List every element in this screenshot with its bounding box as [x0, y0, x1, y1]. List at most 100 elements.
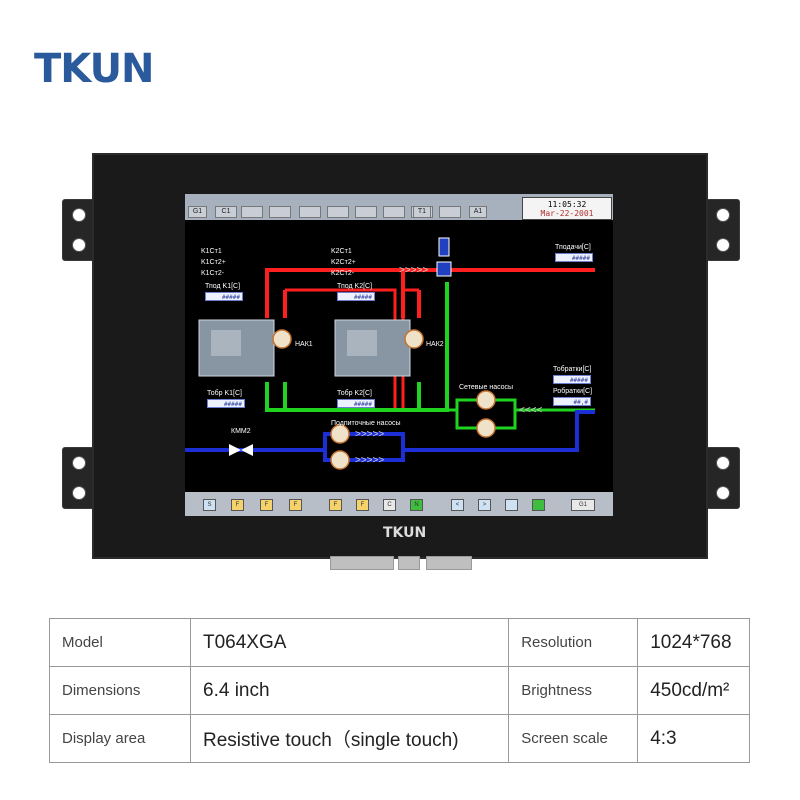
- valve-kmm2-icon: [229, 444, 241, 456]
- mount-bracket-bottom-left: [62, 447, 96, 509]
- label-tobr-k1: Тобр K1[C]: [207, 390, 242, 397]
- button-f[interactable]: F: [329, 499, 342, 511]
- boiler-k1-top: [211, 330, 241, 356]
- tab-blank[interactable]: [383, 206, 405, 218]
- makeup-line: [403, 410, 595, 452]
- label-k1-st2-minus: K1Ст2-: [201, 270, 225, 277]
- label-kmm2: КММ2: [231, 428, 251, 435]
- value-tobr-k1[interactable]: #####: [207, 399, 245, 408]
- connector-port: [330, 556, 394, 570]
- return-line: [405, 398, 517, 430]
- label-k1-st1: K1Ст1: [201, 248, 222, 255]
- pump-makeup-1: [330, 424, 350, 444]
- process-diagram: >>>>> >>>>> >>>>> <<<<: [185, 237, 595, 470]
- spec-key: Display area: [49, 714, 191, 763]
- label-k2-st2-plus: K2Ст2+: [331, 259, 356, 266]
- label-setevye-nasosy: Сетевые насосы: [459, 384, 514, 391]
- pump-nak1: [272, 329, 292, 349]
- return-line: [265, 282, 449, 412]
- button-f[interactable]: F: [356, 499, 369, 511]
- flow-arrow-icon: >>>>>: [355, 429, 384, 440]
- connector-port: [398, 556, 420, 570]
- button-n[interactable]: N: [410, 499, 423, 511]
- spec-value: 6.4 inch: [189, 666, 510, 715]
- label-podpitochnye-nasosy: Подпиточные насосы: [331, 420, 401, 427]
- label-nak2: НАК2: [426, 341, 444, 348]
- pump-nak2: [404, 329, 424, 349]
- spec-value: 1024*768: [637, 618, 750, 667]
- tab-blank[interactable]: [269, 206, 291, 218]
- bottom-toolbar: [185, 492, 613, 516]
- value-robratki[interactable]: ##,#: [553, 397, 591, 406]
- mount-bracket-top-left: [62, 199, 96, 261]
- spec-value: 450cd/m²: [637, 666, 750, 715]
- label-nak1: НАК1: [295, 341, 313, 348]
- spec-key: Screen scale: [508, 714, 639, 763]
- spec-key: Brightness: [508, 666, 639, 715]
- hmi-screen: G1 C1 T1 A1 11:05:32 Mar-22-2001: [185, 194, 613, 516]
- button-f[interactable]: F: [289, 499, 302, 511]
- spec-key: Dimensions: [49, 666, 191, 715]
- spec-table: Model T064XGA Resolution 1024*768 Dimens…: [49, 618, 750, 763]
- label-tobr-k2: Тобр K2[C]: [337, 390, 372, 397]
- mount-bracket-top-right: [706, 199, 740, 261]
- value-tobratki[interactable]: #####: [553, 375, 591, 384]
- tab-g1[interactable]: G1: [188, 206, 207, 218]
- spec-key: Resolution: [508, 618, 639, 667]
- pump-makeup-2: [330, 450, 350, 470]
- tab-t1[interactable]: T1: [413, 206, 431, 218]
- valve-kmm2-icon: [241, 444, 253, 456]
- table-row: Display area Resistive touch（single touc…: [49, 714, 750, 763]
- button-blank[interactable]: [532, 499, 545, 511]
- clock-date: Mar-22-2001: [540, 209, 594, 218]
- tab-blank[interactable]: [355, 206, 377, 218]
- pump-network-1: [476, 390, 496, 410]
- boiler-k2-top: [347, 330, 377, 356]
- supply-line: [265, 268, 595, 318]
- spec-value: Resistive touch（single touch): [189, 714, 510, 763]
- value-tpodachi[interactable]: #####: [555, 253, 593, 262]
- flow-arrow-icon: >>>>>: [355, 455, 384, 466]
- button-next[interactable]: >: [478, 499, 491, 511]
- tab-c1[interactable]: C1: [215, 206, 237, 218]
- clock-display: 11:05:32 Mar-22-2001: [522, 197, 612, 220]
- button-g1[interactable]: G1: [571, 499, 595, 511]
- makeup-line: [185, 432, 405, 462]
- pump-network-2: [476, 418, 496, 438]
- label-tpod-k1: Тпод K1[C]: [205, 283, 241, 290]
- table-row: Dimensions 6.4 inch Brightness 450cd/m²: [49, 666, 750, 715]
- bezel-logo: TKUN: [383, 525, 427, 541]
- button-prev[interactable]: <: [451, 499, 464, 511]
- tab-blank[interactable]: [327, 206, 349, 218]
- value-tpod-k2[interactable]: #####: [337, 292, 375, 301]
- value-tpod-k1[interactable]: #####: [205, 292, 243, 301]
- button-c[interactable]: C: [383, 499, 396, 511]
- label-robratki: Робратки[C]: [553, 388, 593, 395]
- tab-blank[interactable]: [299, 206, 321, 218]
- connector-port: [426, 556, 472, 570]
- spec-value: T064XGA: [189, 618, 510, 667]
- label-k1-st2-plus: K1Ст2+: [201, 259, 226, 266]
- value-tobr-k2[interactable]: #####: [337, 399, 375, 408]
- label-k2-st2-minus: K2Ст2-: [331, 270, 355, 277]
- button-f[interactable]: F: [260, 499, 273, 511]
- tab-blank[interactable]: [439, 206, 461, 218]
- valve-top-icon: [436, 261, 452, 277]
- button-blank[interactable]: [505, 499, 518, 511]
- button-s[interactable]: S: [203, 499, 216, 511]
- flow-arrow-icon: >>>>>: [399, 265, 428, 276]
- tab-blank[interactable]: [241, 206, 263, 218]
- spec-key: Model: [49, 618, 191, 667]
- label-k2-st1: K2Ст1: [331, 248, 352, 255]
- mount-bracket-bottom-right: [706, 447, 740, 509]
- spec-value: 4:3: [637, 714, 750, 763]
- label-tpodachi: Тподачи[C]: [555, 244, 591, 251]
- button-f[interactable]: F: [231, 499, 244, 511]
- label-tpod-k2: Тпод K2[C]: [337, 283, 373, 290]
- tab-a1[interactable]: A1: [469, 206, 487, 218]
- label-tobratki: Тобратки[C]: [553, 366, 592, 373]
- table-row: Model T064XGA Resolution 1024*768: [49, 618, 750, 667]
- valve-top-icon: [438, 237, 450, 257]
- clock-time: 11:05:32: [547, 200, 587, 209]
- brand-logo: TKUN: [34, 46, 155, 92]
